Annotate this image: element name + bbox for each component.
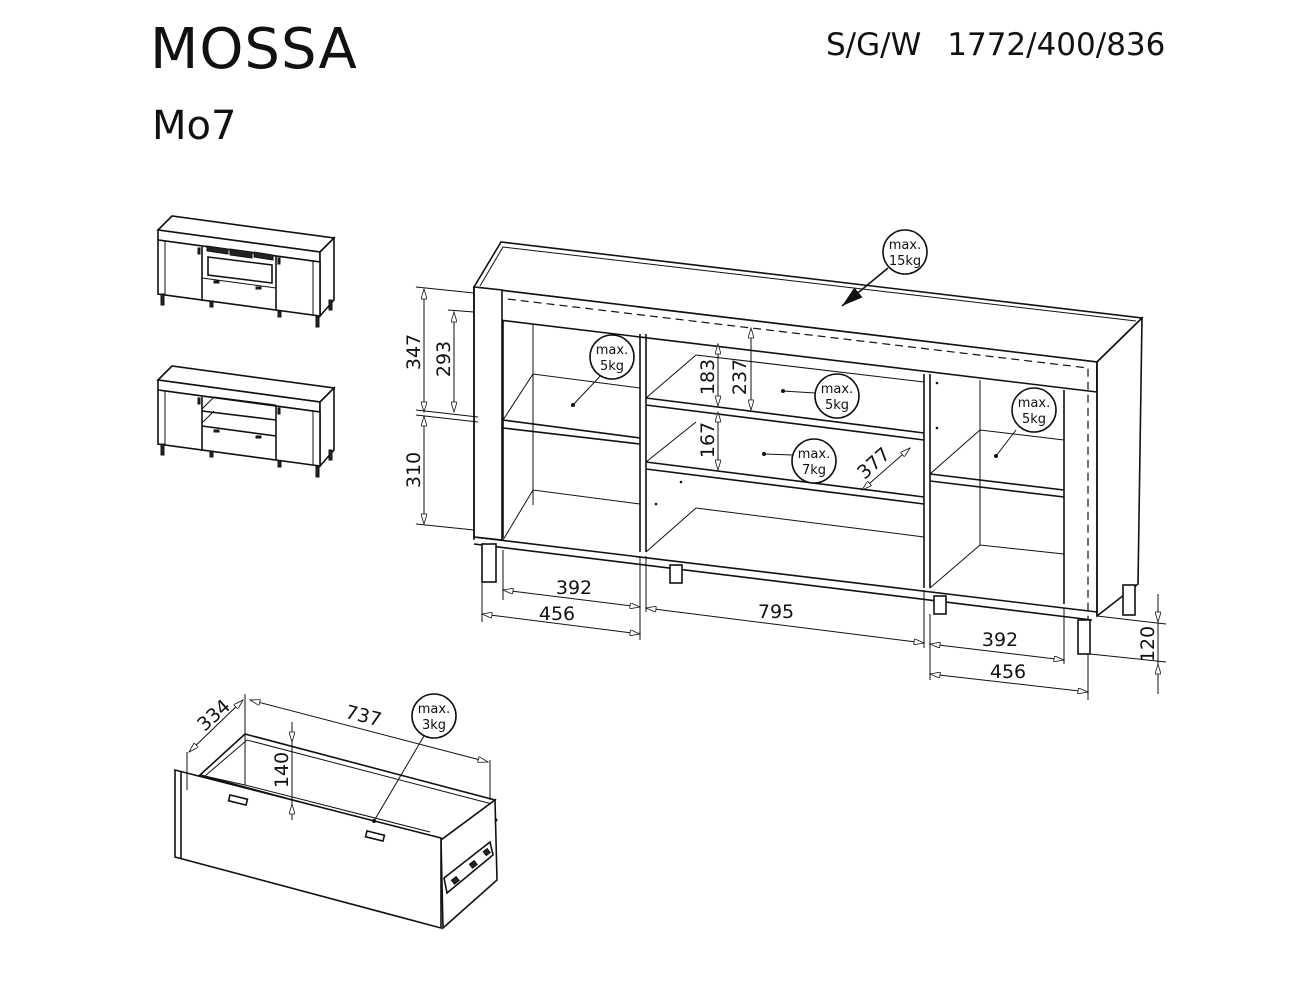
dim-120: 120 (1137, 626, 1159, 662)
svg-text:3kg: 3kg (422, 718, 446, 733)
main-cabinet-drawing (472, 241, 1144, 655)
product-name: MOSSA (150, 17, 358, 82)
load-badge-left-shelf: max. 5kg (589, 334, 635, 380)
svg-text:7kg: 7kg (802, 463, 826, 478)
dim-310: 310 (403, 452, 425, 488)
svg-text:max.: max. (1018, 396, 1050, 411)
dim-183: 183 (697, 359, 719, 395)
dim-167: 167 (697, 422, 719, 458)
load-badge-top: max. 15kg (882, 229, 928, 275)
dim-737: 737 (343, 701, 384, 731)
load-badge-right-shelf: max. 5kg (1011, 387, 1057, 433)
load-badge-middle-upper: max. 5kg (814, 373, 860, 419)
model-code: Mo7 (152, 103, 237, 149)
dim-347: 347 (403, 334, 425, 370)
load-badge-drawer: max. 3kg (411, 693, 457, 739)
overall-dimensions: S/G/W 1772/400/836 (826, 30, 1165, 61)
dim-237: 237 (729, 359, 751, 395)
svg-text:max.: max. (418, 702, 450, 717)
dimension-values: 1772/400/836 (947, 27, 1166, 63)
leg (669, 564, 683, 584)
dim-392-right: 392 (982, 629, 1018, 651)
dimension-label: S/G/W (826, 27, 922, 63)
dim-140: 140 (271, 752, 293, 788)
svg-text:15kg: 15kg (889, 254, 921, 269)
dim-334: 334 (193, 695, 235, 736)
dim-293: 293 (433, 341, 455, 377)
dim-377: 377 (853, 443, 895, 484)
svg-text:5kg: 5kg (600, 359, 624, 374)
leg (1122, 584, 1136, 616)
dim-392-left: 392 (556, 577, 592, 599)
thumbnail-shelf-variant (156, 365, 336, 478)
svg-text:5kg: 5kg (1022, 412, 1046, 427)
dim-456-right: 456 (990, 661, 1026, 683)
leg (933, 595, 947, 615)
load-badge-middle-lower: max. 7kg (791, 438, 837, 484)
leg (481, 543, 497, 583)
leg (1077, 619, 1091, 655)
svg-text:5kg: 5kg (825, 398, 849, 413)
dim-795: 795 (758, 601, 794, 623)
svg-text:max.: max. (798, 447, 830, 462)
thumbnail-fireplace-variant (156, 215, 336, 328)
svg-text:max.: max. (596, 343, 628, 358)
dim-456-left: 456 (539, 603, 575, 625)
svg-text:max.: max. (821, 382, 853, 397)
svg-text:max.: max. (889, 238, 921, 253)
